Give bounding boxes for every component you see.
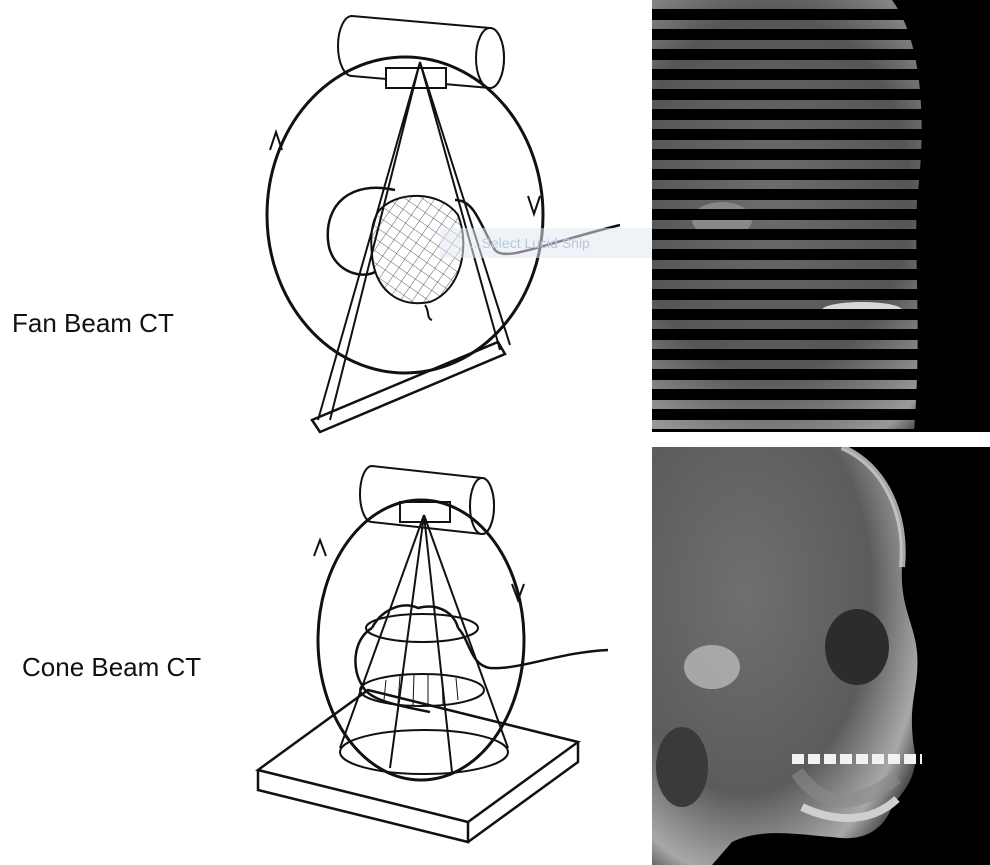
image-gap (652, 432, 990, 447)
cone-beam-ct-label: Cone Beam CT (22, 652, 201, 683)
fan-beam-ct-label: Fan Beam CT (12, 308, 174, 339)
cone-beam-radiograph (652, 447, 990, 865)
ear-region (684, 645, 740, 689)
ct-diagrams (0, 0, 652, 865)
cone-rotation-arrow-left (314, 540, 326, 556)
fan-beam-xray-image (652, 0, 990, 432)
cone-beam-gantry (258, 466, 608, 842)
cone-base-plate (258, 690, 578, 842)
fan-rotation-arrow-right (528, 196, 540, 214)
fan-xray-tube (338, 16, 504, 88)
fan-rotation-arrow-left (270, 132, 282, 150)
cone-beam-xray-image (652, 447, 990, 865)
fan-beam-slices (652, 0, 990, 432)
cone-cable (458, 628, 608, 668)
fan-beam-gantry (267, 16, 620, 432)
orbit (825, 609, 889, 685)
cone-volume-bottom (360, 674, 484, 706)
